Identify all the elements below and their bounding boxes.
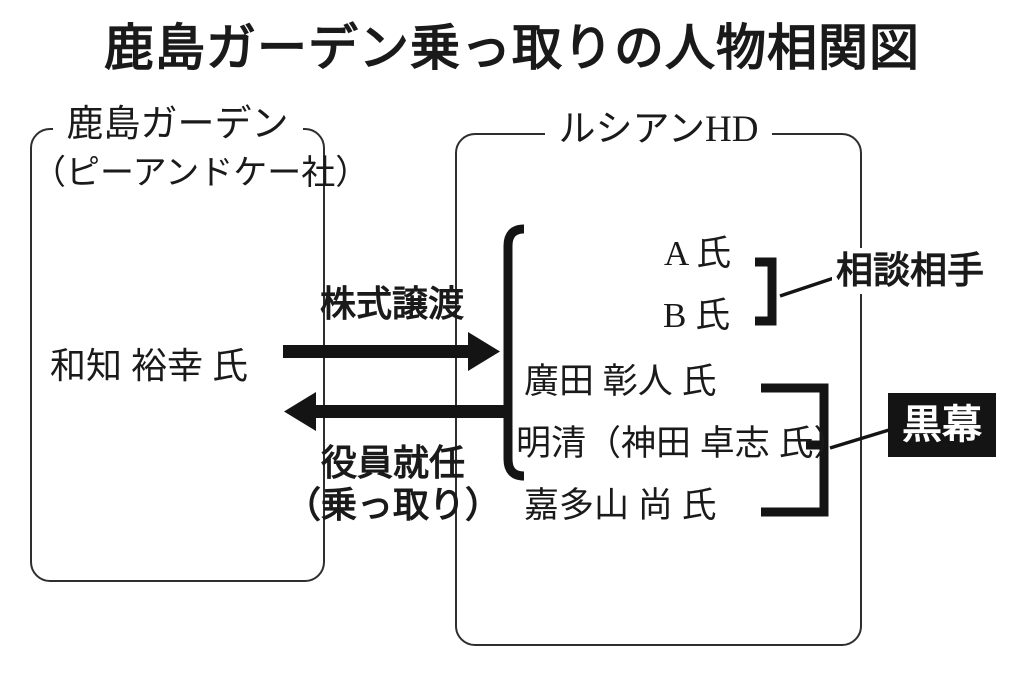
right-box-label: ルシアンHD xyxy=(544,109,773,151)
mastermind-badge: 黒幕 xyxy=(888,393,996,457)
person-hirota: 廣田 彰人 氏 xyxy=(524,362,717,401)
kashima-garden-box: 鹿島ガーデン （ピーアンドケー社） 和知 裕幸 氏 xyxy=(30,104,370,582)
left-box-label: 鹿島ガーデン xyxy=(52,104,303,146)
person-wachi: 和知 裕幸 氏 xyxy=(50,346,249,386)
officer-appointment-label: 役員就任 xyxy=(320,442,465,483)
person-meisei-kanda: 明清（神田 卓志 氏） xyxy=(516,424,849,463)
takeover-label: （乗っ取り） xyxy=(284,484,501,525)
person-b: B 氏 xyxy=(663,296,731,335)
advisor-label: 相談相手 xyxy=(832,248,988,294)
left-box-sublabel: （ピーアンドケー社） xyxy=(32,155,370,192)
diagram-title: 鹿島ガーデン乗っ取りの人物相関図 xyxy=(104,20,920,76)
person-katayama: 嘉多山 尚 氏 xyxy=(524,486,717,525)
stock-transfer-label: 株式譲渡 xyxy=(319,283,464,324)
person-a: A 氏 xyxy=(664,234,732,273)
